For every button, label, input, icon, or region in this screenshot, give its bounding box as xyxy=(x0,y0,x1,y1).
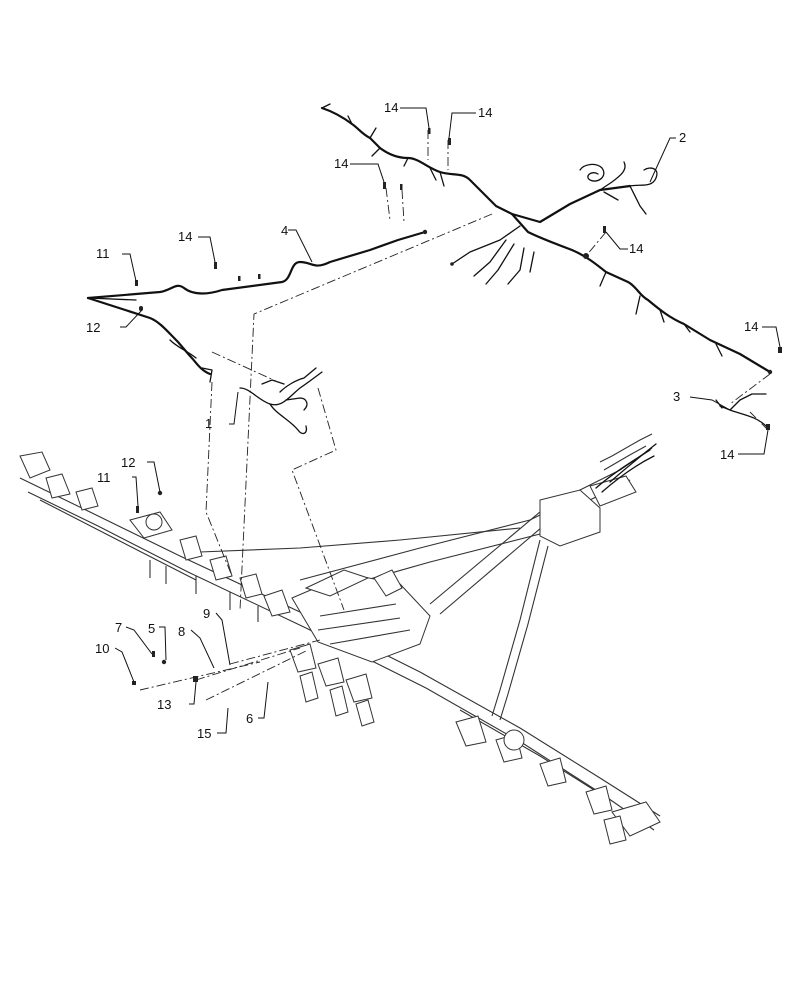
harness-3 xyxy=(715,393,767,427)
callout-14-a: 14 xyxy=(384,100,398,115)
callout-3: 3 xyxy=(673,389,680,404)
row-units-left xyxy=(19,451,291,622)
callout-7: 7 xyxy=(115,620,122,635)
callout-4: 4 xyxy=(281,223,288,238)
callout-5: 5 xyxy=(148,621,155,636)
callout-8: 8 xyxy=(178,624,185,639)
routing-lines xyxy=(139,130,771,701)
callout-14-b: 14 xyxy=(478,105,492,120)
callout-12-upper: 12 xyxy=(86,320,100,335)
callout-14-g: 14 xyxy=(720,447,734,462)
callout-13: 13 xyxy=(157,697,171,712)
callout-11-upper: 11 xyxy=(96,246,110,261)
callout-14-e: 14 xyxy=(629,241,643,256)
harness-4 xyxy=(86,229,428,383)
callout-1: 1 xyxy=(205,416,212,431)
callout-15: 15 xyxy=(197,726,211,741)
callout-12-lower: 12 xyxy=(121,455,135,470)
row-units-right xyxy=(289,643,661,845)
fastener-11-icon xyxy=(135,280,138,286)
fasteners xyxy=(132,128,782,685)
harness-1 xyxy=(239,367,323,435)
fastener-14-icon xyxy=(214,262,217,269)
callout-10: 10 xyxy=(95,641,109,656)
callout-14-f: 14 xyxy=(744,319,758,334)
callout-2: 2 xyxy=(679,130,686,145)
callout-leaders xyxy=(114,107,781,734)
harness-2 xyxy=(320,103,773,375)
callout-14-d: 14 xyxy=(178,229,192,244)
callout-11-lower: 11 xyxy=(97,470,111,485)
callout-9: 9 xyxy=(203,606,210,621)
implement-frame xyxy=(19,433,661,845)
callout-labels: 1 2 3 4 5 6 7 8 9 10 11 11 12 12 13 14 1… xyxy=(86,100,758,741)
callout-14-c: 14 xyxy=(334,156,348,171)
callout-6: 6 xyxy=(246,711,253,726)
